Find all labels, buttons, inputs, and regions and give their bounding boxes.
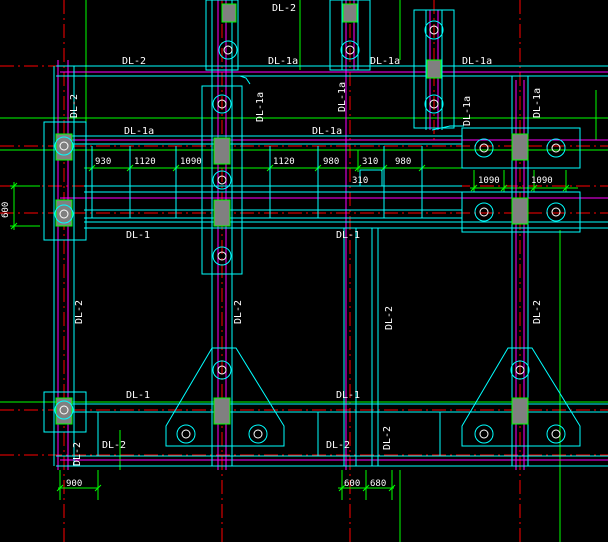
dimension-label: 1090 [478, 176, 500, 186]
pier [213, 397, 231, 425]
beam-label: DL-1a [370, 56, 400, 67]
beam-label: DL-2 [382, 426, 393, 450]
beam-label: DL-1a [462, 96, 473, 126]
beam-labels: DL-2 DL-2 DL-1a DL-1a DL-1a DL-1a DL-1a … [69, 3, 543, 466]
dimension-label: 980 [395, 157, 411, 167]
piles [54, 20, 566, 444]
beam-label: DL-2 [532, 300, 543, 324]
dimension-label: 930 [95, 157, 111, 167]
dimension-labels: 930 1120 1090 1120 980 310 980 310 1090 … [1, 157, 553, 489]
beam-label: DL-1 [336, 230, 360, 241]
cap-right-upper [461, 127, 581, 169]
dimension-label: 600 [344, 479, 360, 489]
cap-top-mid [329, 0, 371, 71]
beam-label: DL-2 [122, 56, 146, 67]
pier [511, 197, 529, 225]
beam-label: DL-2 [384, 306, 395, 330]
beam-label: DL-2 [233, 300, 244, 324]
beam-label: DL-1 [336, 390, 360, 401]
beam-label: DL-1a [337, 82, 348, 112]
cap-right-lower [461, 191, 581, 233]
cap-bottom-left [43, 391, 87, 433]
pier [213, 199, 231, 227]
pier [213, 137, 231, 165]
pier [342, 3, 358, 23]
dimension-label: 1090 [180, 157, 202, 167]
beam-label: DL-1a [124, 126, 154, 137]
pier [426, 59, 442, 79]
dimension-label: 310 [362, 157, 378, 167]
pier [221, 3, 237, 23]
beam-label: DL-2 [326, 440, 350, 451]
pier [55, 133, 73, 161]
beam-label: DL-1a [462, 56, 492, 67]
dimension-label: 600 [1, 202, 11, 218]
pile-caps [43, 0, 581, 447]
cap-top-right [413, 9, 455, 129]
dimension-label: 1120 [134, 157, 156, 167]
beam-label: DL-1a [268, 56, 298, 67]
beam-label: DL-1 [126, 390, 150, 401]
pier [55, 397, 73, 425]
dimension-label: 900 [66, 479, 82, 489]
dimension-label: 310 [352, 176, 368, 186]
cap-top-left [205, 0, 239, 71]
dimension-label: 680 [370, 479, 386, 489]
beam-label: DL-2 [74, 300, 85, 324]
beam-label: DL-1a [312, 126, 342, 137]
beam-label: DL-2 [272, 3, 296, 14]
cap-center-column [201, 85, 243, 275]
cap-left-column [43, 121, 87, 241]
cap-triangle-left [165, 347, 285, 447]
pier [511, 397, 529, 425]
piers [55, 3, 529, 425]
beam-label: DL-2 [72, 442, 83, 466]
dimension-label: 980 [323, 157, 339, 167]
beam-label: DL-1a [255, 92, 266, 122]
dimension-label: 1120 [273, 157, 295, 167]
beam-label: DL-1a [532, 88, 543, 118]
dimension-label: 1090 [531, 176, 553, 186]
beams [53, 0, 608, 467]
pier [511, 133, 529, 161]
beam-label: DL-1 [126, 230, 150, 241]
beam-label: DL-2 [102, 440, 126, 451]
beam-label: DL-2 [69, 94, 80, 118]
pier [55, 199, 73, 227]
cap-triangle-right [461, 347, 581, 447]
